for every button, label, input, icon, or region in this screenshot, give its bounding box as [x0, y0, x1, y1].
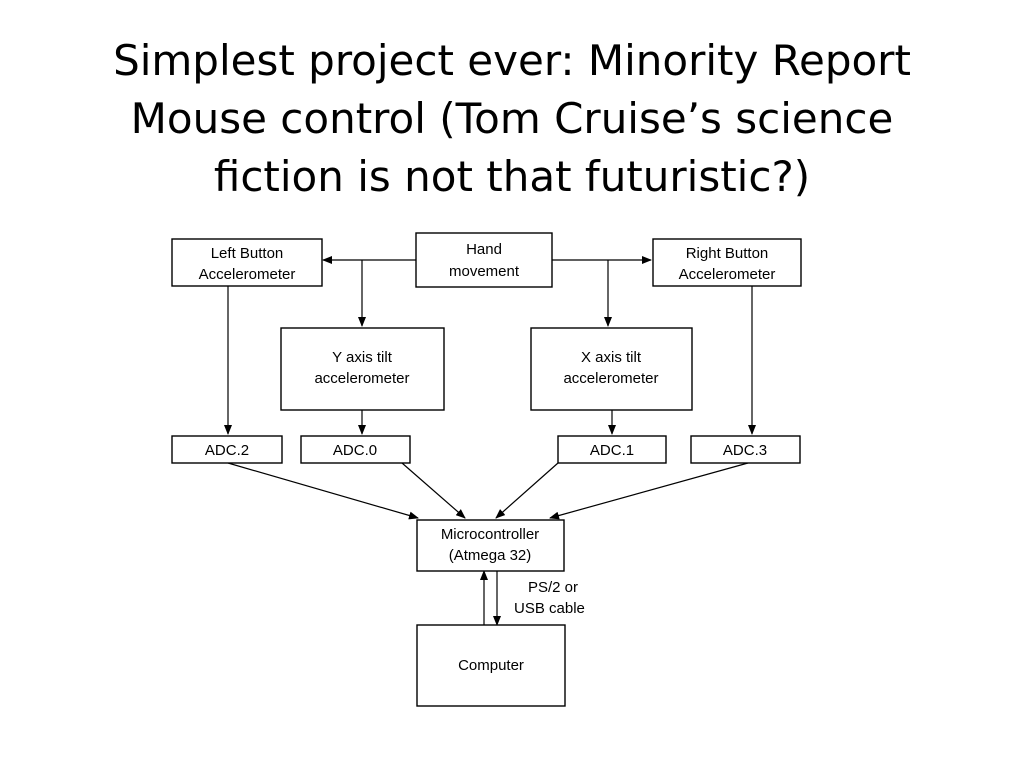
node-adc0-label: ADC.0: [333, 442, 377, 459]
node-adc1: ADC.1: [557, 435, 667, 464]
node-adc3-label: ADC.3: [723, 442, 767, 459]
node-y-axis-tilt-line-2: accelerometer: [314, 370, 409, 387]
node-hand-movement-line-1: Hand: [466, 241, 502, 258]
node-y-axis-tilt-accelerometer: Y axis tilt accelerometer: [280, 327, 445, 411]
node-left-button-accelerometer-line-1: Left Button: [211, 245, 284, 262]
cable-label-line-1: PS/2 or: [528, 579, 578, 596]
node-adc2: ADC.2: [171, 435, 283, 464]
slide-title: Simplest project ever: Minority Report M…: [40, 32, 984, 206]
node-right-button-accelerometer-line-1: Right Button: [686, 245, 769, 262]
node-hand-movement: Hand movement: [415, 232, 553, 288]
node-x-axis-tilt-line-2: accelerometer: [563, 370, 658, 387]
slide-title-line-1: Simplest project ever: Minority Report: [113, 36, 911, 86]
slide-title-line-3: fiction is not that futuristic?): [213, 152, 811, 202]
node-x-axis-tilt-accelerometer: X axis tilt accelerometer: [530, 327, 693, 411]
node-left-button-accelerometer-line-2: Accelerometer: [199, 266, 296, 283]
node-adc1-label: ADC.1: [590, 442, 634, 459]
edge-adc1-to-microcontroller: [495, 462, 559, 519]
node-computer: Computer: [416, 624, 566, 707]
node-right-button-accelerometer-line-2: Accelerometer: [679, 266, 776, 283]
node-computer-label: Computer: [458, 657, 524, 674]
node-left-button-accelerometer: Left Button Accelerometer: [171, 238, 323, 287]
node-right-button-accelerometer: Right Button Accelerometer: [652, 238, 802, 287]
cable-label: PS/2 or USB cable: [514, 579, 585, 617]
node-microcontroller-line-2: (Atmega 32): [449, 547, 532, 564]
node-microcontroller-line-1: Microcontroller: [441, 526, 539, 543]
node-x-axis-tilt-line-1: X axis tilt: [581, 349, 642, 366]
edges: [224, 256, 756, 626]
edge-adc0-to-microcontroller: [401, 462, 466, 519]
node-microcontroller: Microcontroller (Atmega 32): [416, 519, 565, 572]
node-y-axis-tilt-line-1: Y axis tilt: [332, 349, 393, 366]
edge-adc2-to-microcontroller: [227, 462, 419, 520]
node-hand-movement-line-2: movement: [449, 263, 520, 280]
slide-title-line-2: Mouse control (Tom Cruise’s science: [130, 94, 894, 144]
node-adc2-label: ADC.2: [205, 442, 249, 459]
cable-label-line-2: USB cable: [514, 600, 585, 617]
node-adc3: ADC.3: [690, 435, 801, 464]
node-adc0: ADC.0: [300, 435, 411, 464]
edge-adc3-to-microcontroller: [549, 462, 749, 520]
